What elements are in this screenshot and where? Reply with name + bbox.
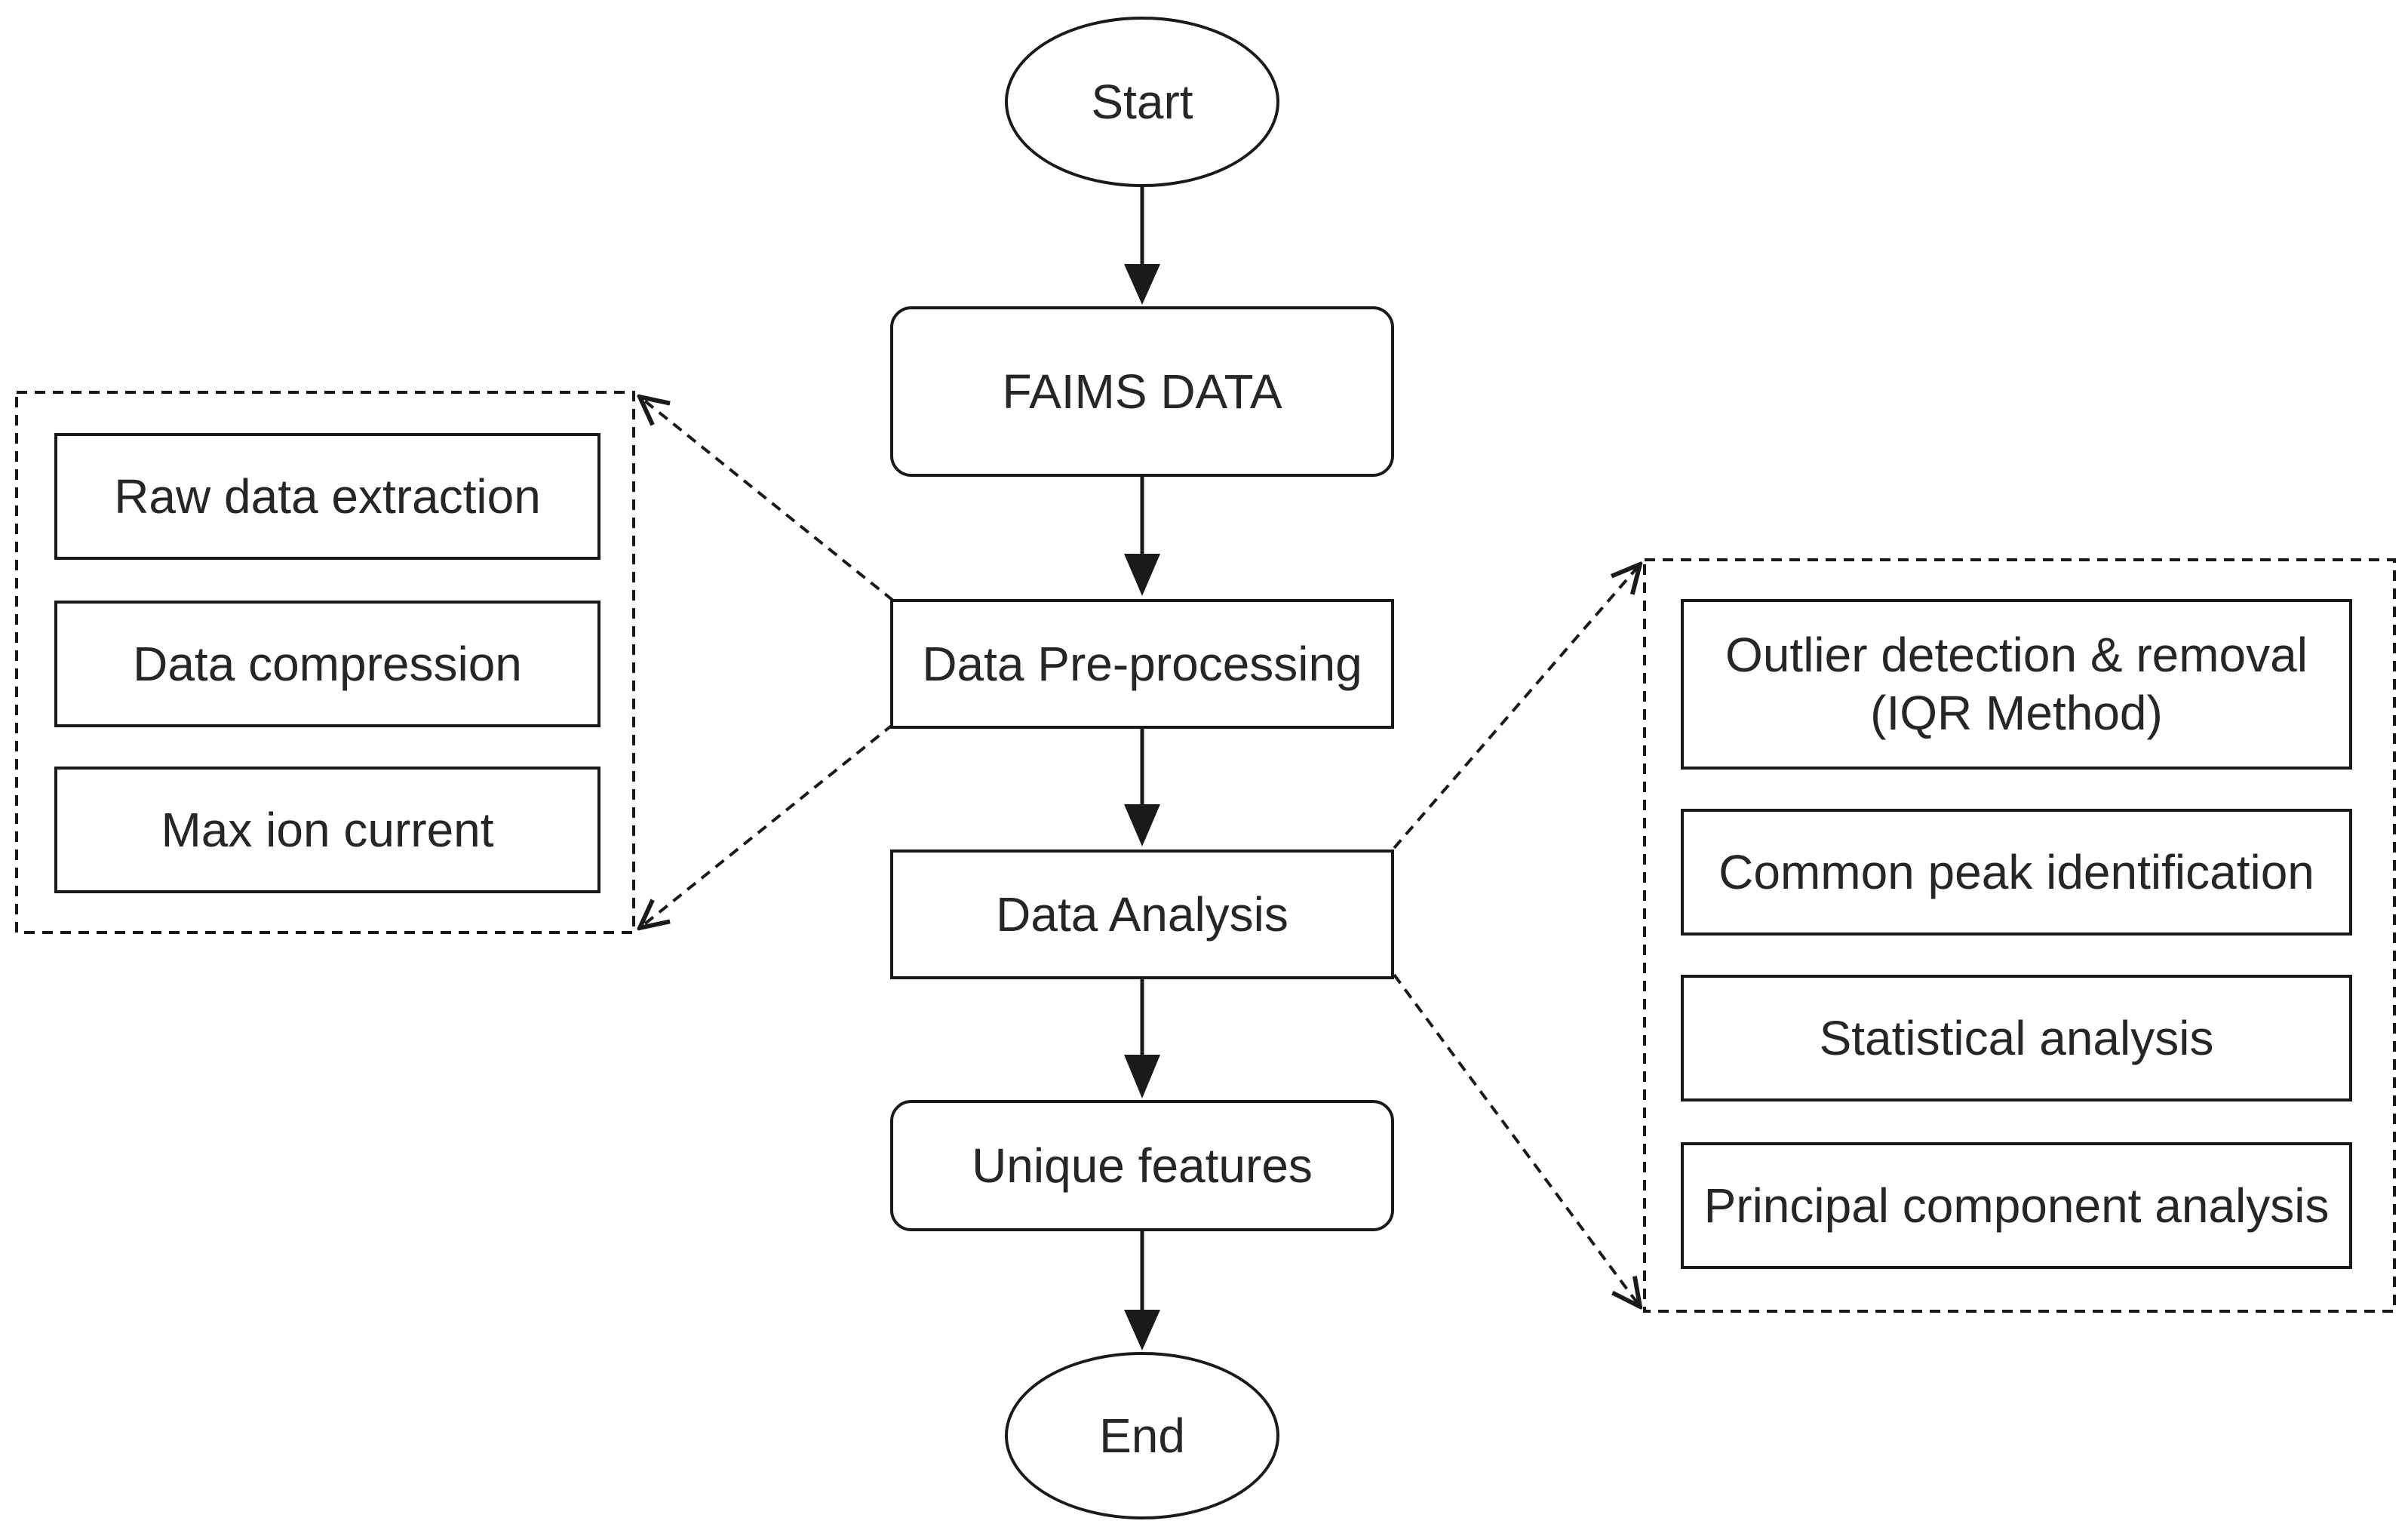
data-preprocessing-label: Data Pre-processing [922, 636, 1362, 691]
arrowhead-preprocessing-to-analysis [1124, 804, 1160, 846]
outlier-detection-box: Outlier detection & removal (IQR Method) [1681, 599, 2352, 770]
unique-features-label: Unique features [972, 1138, 1313, 1193]
data-preprocessing-node: Data Pre-processing [890, 599, 1394, 729]
arrowhead-start-to-faims [1124, 264, 1160, 305]
dashed-arrow-analysis-bottom [1393, 973, 1640, 1307]
arrowhead-analysis-to-unique [1124, 1055, 1160, 1098]
end-node: End [1005, 1352, 1279, 1519]
outlier-detection-label: Outlier detection & removal [1725, 628, 2308, 683]
raw-data-extraction-label: Raw data extraction [114, 469, 541, 524]
preprocessing-group-border [15, 391, 635, 934]
raw-data-extraction-box: Raw data extraction [54, 433, 600, 560]
statistical-analysis-box: Statistical analysis [1681, 975, 2352, 1101]
dashed-arrow-analysis-top [1393, 564, 1640, 850]
pca-box: Principal component analysis [1681, 1142, 2352, 1269]
faims-data-node: FAIMS DATA [890, 306, 1394, 477]
dashed-arrow-preprocessing-bottom [640, 723, 895, 928]
unique-features-node: Unique features [890, 1100, 1394, 1231]
start-label: Start [1091, 74, 1193, 129]
data-analysis-label: Data Analysis [996, 886, 1288, 942]
statistical-analysis-label: Statistical analysis [1819, 1010, 2214, 1065]
pca-label: Principal component analysis [1703, 1178, 2330, 1233]
dashed-arrow-preprocessing-top [640, 397, 895, 602]
start-node: Start [1005, 17, 1279, 187]
data-compression-label: Data compression [133, 636, 522, 691]
common-peak-label: Common peak identification [1718, 844, 2314, 899]
max-ion-current-label: Max ion current [161, 802, 494, 857]
arrowhead-faims-to-preprocessing [1124, 554, 1160, 596]
end-label: End [1099, 1408, 1185, 1463]
arrowhead-unique-to-end [1124, 1310, 1160, 1350]
data-compression-box: Data compression [54, 601, 600, 727]
data-analysis-node: Data Analysis [890, 850, 1394, 979]
iqr-method-label: (IQR Method) [1870, 686, 2163, 740]
faims-data-label: FAIMS DATA [1002, 364, 1282, 419]
analysis-group-border [1643, 558, 2396, 1313]
max-ion-current-box: Max ion current [54, 767, 600, 893]
common-peak-box: Common peak identification [1681, 809, 2352, 936]
